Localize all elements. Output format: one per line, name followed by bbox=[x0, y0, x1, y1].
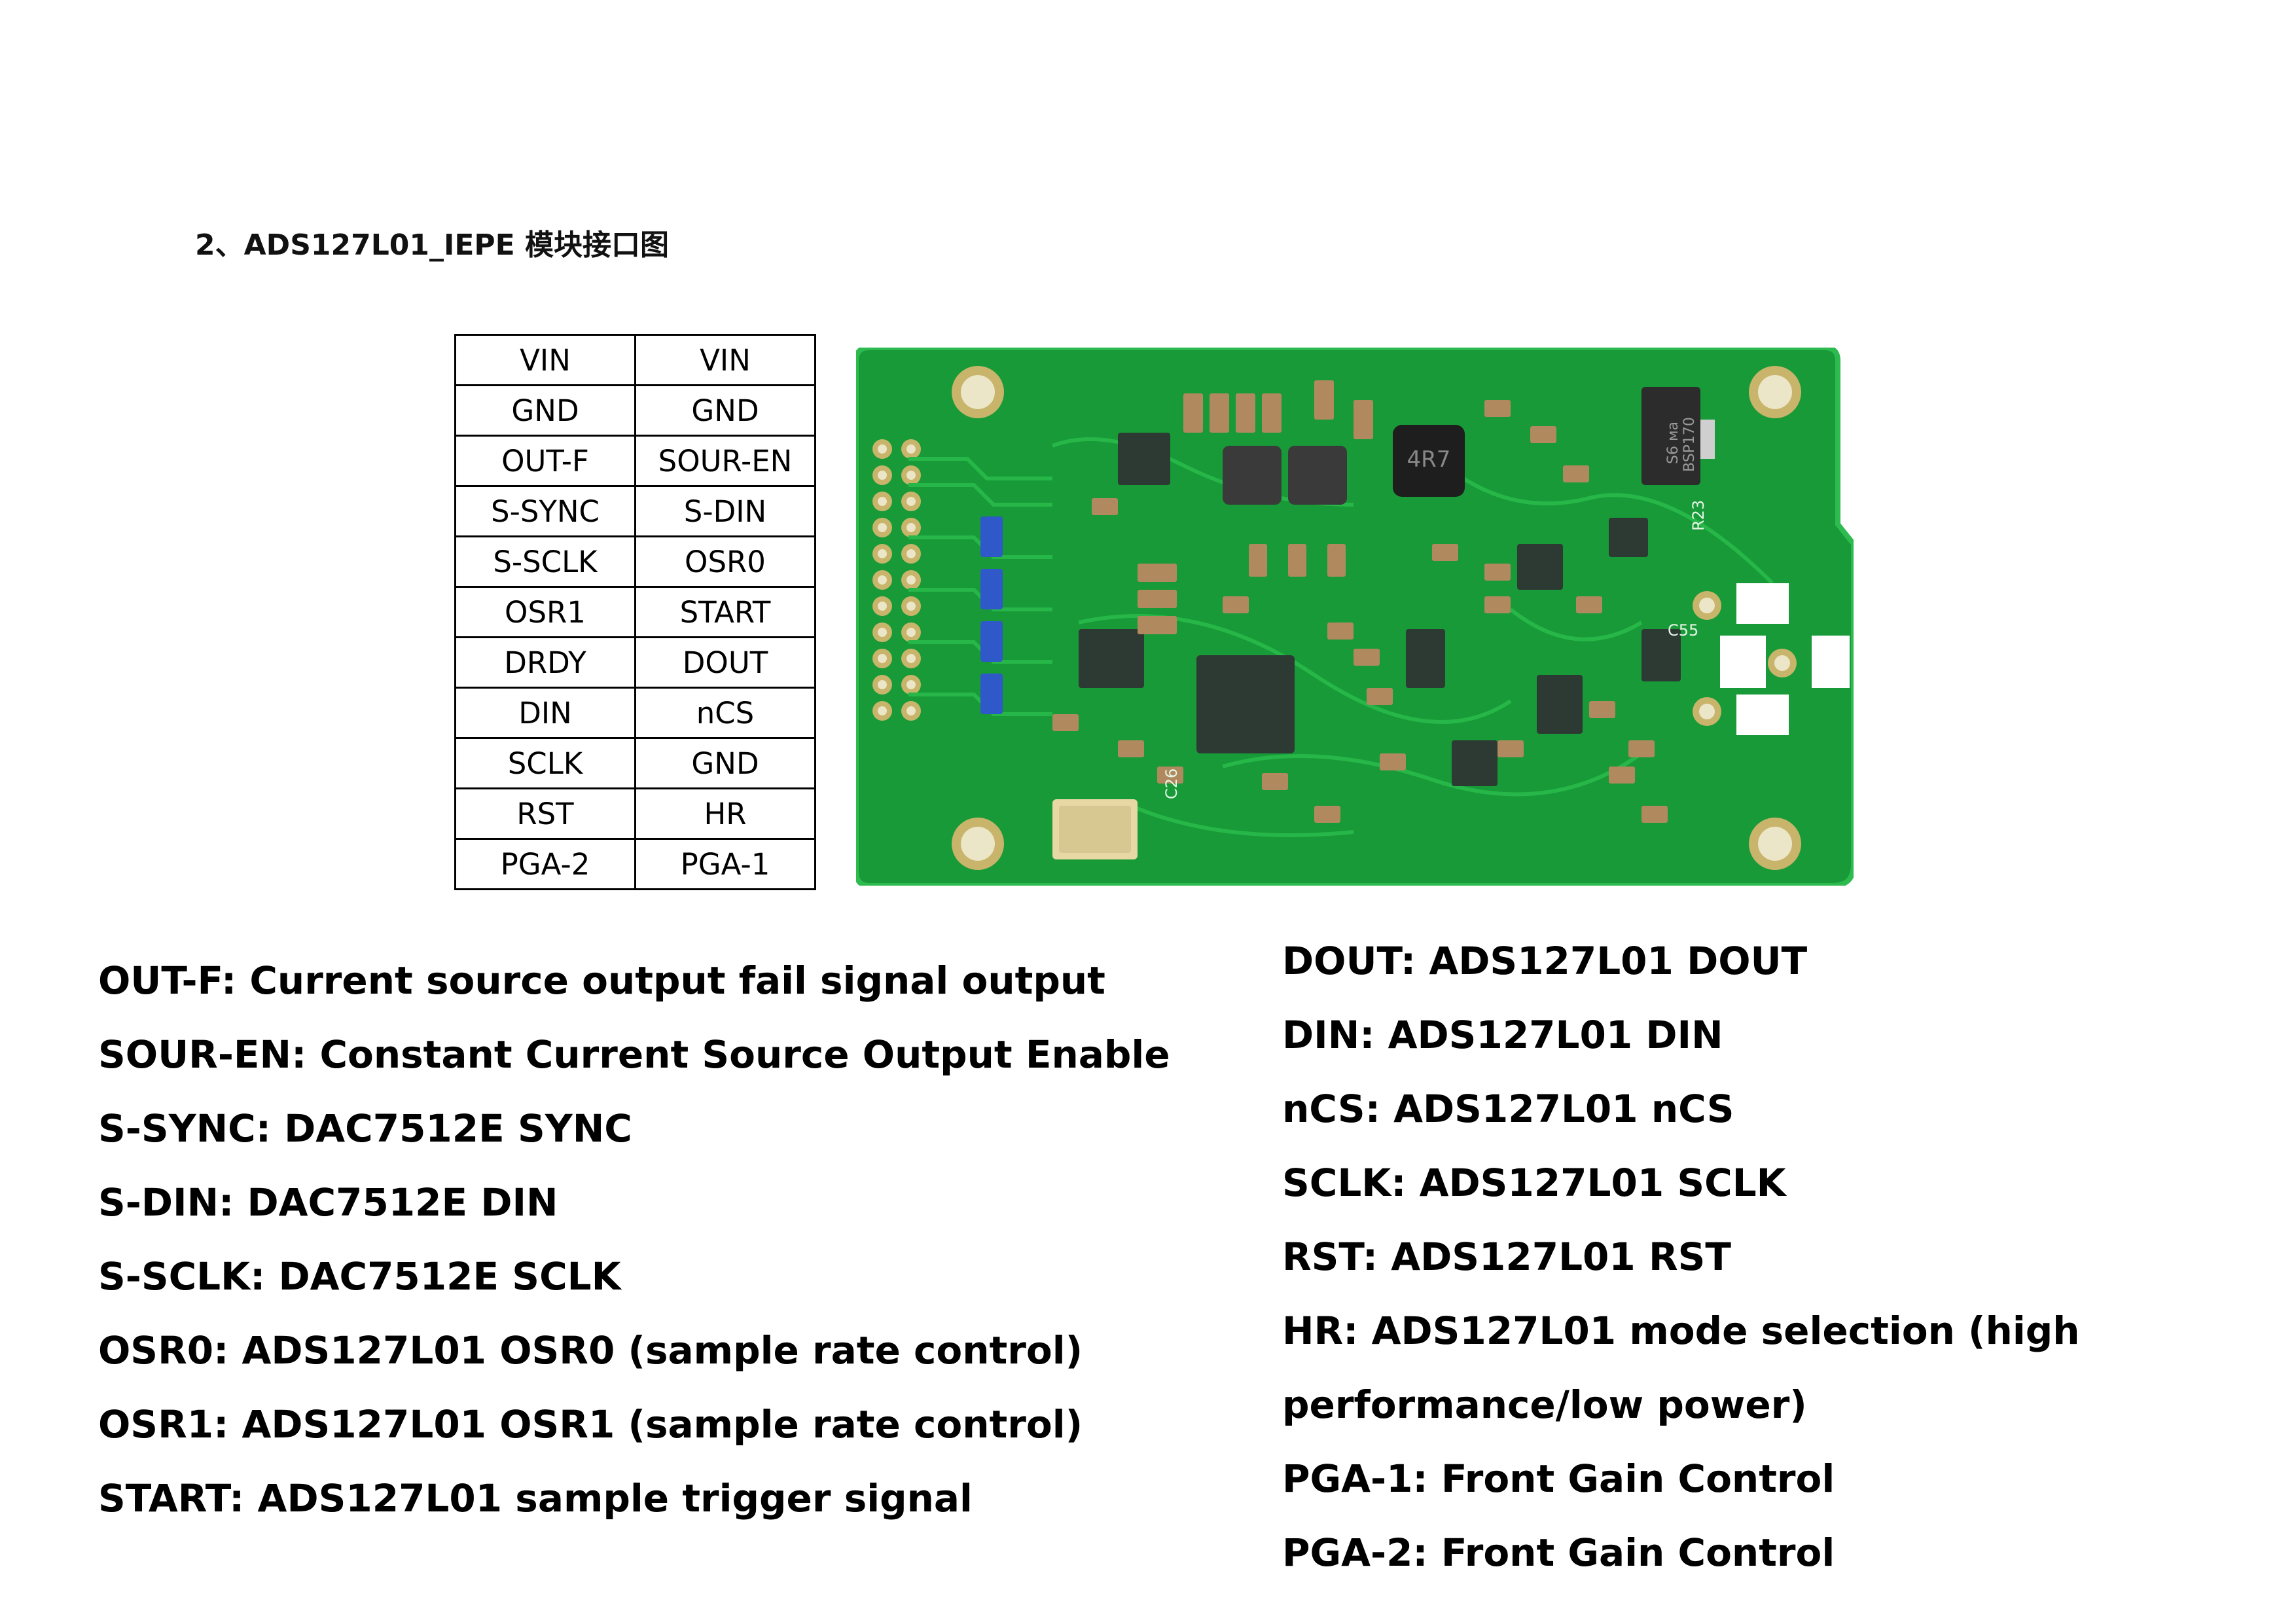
pin-cell: VIN bbox=[454, 334, 636, 386]
description-item: nCS: ADS127L01 nCS bbox=[1282, 1087, 1734, 1131]
resistor-arrays bbox=[980, 516, 1003, 714]
smd-components bbox=[1052, 380, 1668, 823]
section-heading: 2、ADS127L01_IEPE 模块接口图 bbox=[195, 228, 670, 262]
pin-cell: OSR0 bbox=[634, 535, 816, 588]
description-item: DOUT: ADS127L01 DOUT bbox=[1282, 939, 1808, 983]
description-list-right: DOUT: ADS127L01 DOUT DIN: ADS127L01 DIN nC… bbox=[1282, 924, 2264, 1590]
pin-cell: SCLK bbox=[454, 737, 636, 789]
description-item: SOUR-EN: Constant Current Source Output … bbox=[98, 1032, 1170, 1077]
pin-cell: PGA-1 bbox=[634, 838, 816, 890]
description-item: PGA-1: Front Gain Control bbox=[1282, 1456, 1835, 1501]
description-item: PGA-2: Front Gain Control bbox=[1282, 1530, 1835, 1575]
pin-cell: GND bbox=[634, 384, 816, 437]
crystal-oscillator bbox=[1052, 799, 1138, 859]
ic-chips bbox=[1079, 433, 1681, 786]
inductor-label: 4R7 bbox=[1407, 446, 1451, 473]
pin-cell: GND bbox=[454, 384, 636, 437]
description-item: OSR0: ADS127L01 OSR0 (sample rate contro… bbox=[98, 1328, 1083, 1373]
mounting-holes bbox=[952, 366, 1801, 870]
inductors: 4R7 bbox=[1223, 425, 1465, 505]
pin-cell: VIN bbox=[634, 334, 816, 386]
description-item: S-SCLK: DAC7512E SCLK bbox=[98, 1254, 621, 1299]
pin-cell: SOUR-EN bbox=[634, 435, 816, 487]
description-item: OSR1: ADS127L01 OSR1 (sample rate contro… bbox=[98, 1402, 1083, 1447]
pin-cell: OSR1 bbox=[454, 586, 636, 638]
description-item: DIN: ADS127L01 DIN bbox=[1282, 1013, 1723, 1057]
pin-cell: RST bbox=[454, 787, 636, 840]
pin-cell: PGA-2 bbox=[454, 838, 636, 890]
header-pins bbox=[872, 439, 921, 721]
pin-cell: nCS bbox=[634, 687, 816, 739]
silk-c55: C55 bbox=[1668, 621, 1698, 640]
description-item: RST: ADS127L01 RST bbox=[1282, 1235, 1731, 1279]
sma-pads bbox=[1693, 583, 1850, 735]
transistor-label-2: BSP170 bbox=[1681, 417, 1698, 472]
pin-cell: S-DIN bbox=[634, 485, 816, 537]
pin-cell: DRDY bbox=[454, 636, 636, 689]
pin-cell: OUT-F bbox=[454, 435, 636, 487]
silkscreen-labels: R23 C55 C26 bbox=[1162, 500, 1708, 799]
transistor: S6 ма BSP170 bbox=[1641, 387, 1715, 485]
description-item: S-DIN: DAC7512E DIN bbox=[98, 1180, 558, 1225]
description-item: START: ADS127L01 sample trigger signal bbox=[98, 1476, 973, 1521]
transistor-label-1: S6 ма bbox=[1665, 422, 1681, 464]
silk-c26: C26 bbox=[1162, 768, 1181, 799]
pin-cell: GND bbox=[634, 737, 816, 789]
pcb-board-image: 4R7 S6 ма BSP170 R23 C55 C26 bbox=[856, 348, 1854, 886]
description-item: S-SYNC: DAC7512E SYNC bbox=[98, 1106, 632, 1151]
silk-r23: R23 bbox=[1689, 500, 1708, 531]
description-item: HR: ADS127L01 mode selection (high perfo… bbox=[1282, 1308, 2080, 1427]
description-list-left: OUT-F: Current source output fail signal… bbox=[98, 944, 1276, 1536]
pin-cell: HR bbox=[634, 787, 816, 840]
pin-cell: START bbox=[634, 586, 816, 638]
pin-cell: DOUT bbox=[634, 636, 816, 689]
description-item: SCLK: ADS127L01 SCLK bbox=[1282, 1161, 1786, 1205]
pin-cell: DIN bbox=[454, 687, 636, 739]
pin-cell: S-SCLK bbox=[454, 535, 636, 588]
description-item: OUT-F: Current source output fail signal… bbox=[98, 958, 1105, 1003]
pin-cell: S-SYNC bbox=[454, 485, 636, 537]
